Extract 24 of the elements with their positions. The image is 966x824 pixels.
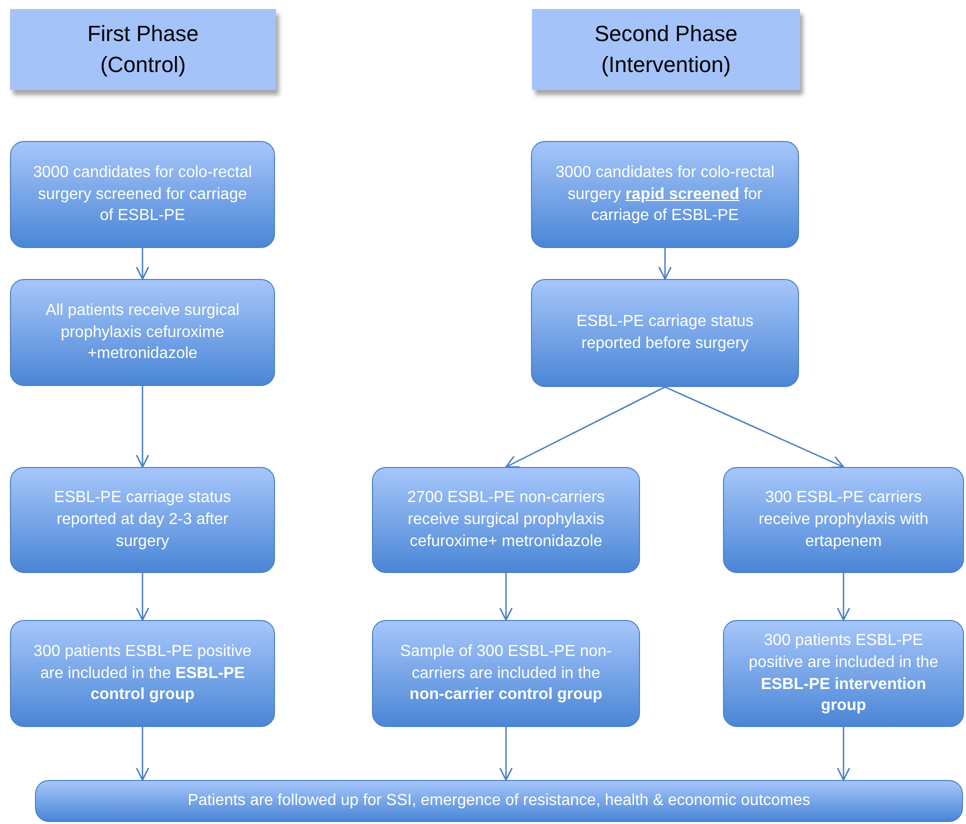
arrow (136, 386, 150, 468)
arrow (136, 573, 150, 621)
arrow (499, 727, 513, 781)
phase-header: First Phase (Control) (10, 9, 276, 90)
process-box: 300 ESBL-PE carriers receive prophylaxis with ertapenem (723, 467, 964, 573)
process-box: All patients receive surgical prophylaxis cefuroxime +metronidazole (10, 279, 275, 386)
process-box: 2700 ESBL-PE non-carriers receive surgical prophylaxis cefuroxime+ metronidazole (372, 467, 640, 573)
arrow (136, 248, 150, 280)
process-box: 3000 candidates for colo-rectal surgery rapid screened for carriage of ESBL-PE (531, 141, 799, 248)
arrow (836, 573, 850, 621)
arrow (836, 727, 850, 781)
process-box: 300 patients ESBL-PE positive are included in the ESBL-PE control group (10, 620, 275, 727)
arrow (499, 573, 513, 621)
arrow (664, 386, 844, 468)
arrow (505, 386, 666, 468)
arrow (136, 727, 150, 781)
process-box: Sample of 300 ESBL-PE non-carriers are included in the non-carrier control group (372, 620, 640, 727)
process-box: ESBL-PE carriage status reported at day 2-3 after surgery (10, 467, 275, 573)
phase-header: Second Phase (Intervention) (532, 9, 800, 90)
process-box: 3000 candidates for colo-rectal surgery screened for carriage of ESBL-PE (10, 141, 275, 248)
arrow (658, 248, 672, 280)
process-box: Patients are followed up for SSI, emergence of resistance, health & economic outcomes (35, 780, 963, 822)
process-box: ESBL-PE carriage status reported before surgery (531, 279, 799, 387)
process-box: 300 patients ESBL-PE positive are included in the ESBL-PE intervention group (723, 620, 964, 727)
